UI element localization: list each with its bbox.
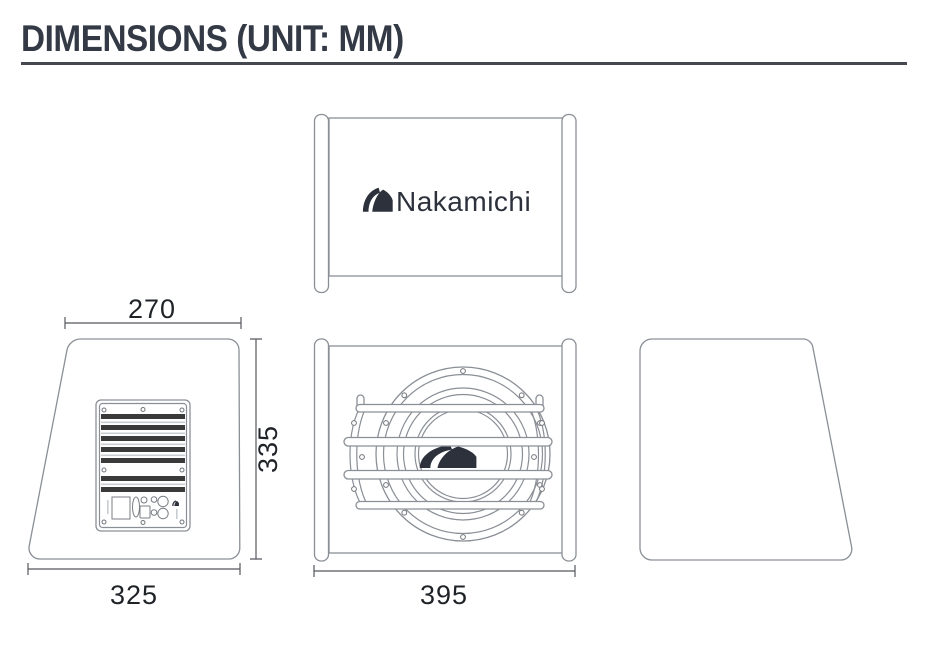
- switch-block: [139, 505, 151, 519]
- driver-flange-inner: [382, 373, 544, 535]
- nakamichi-crescent-logo-icon: [172, 500, 179, 507]
- gain-knob: [140, 496, 148, 504]
- front-view-right-rail: [561, 338, 577, 562]
- power-module: [111, 496, 131, 520]
- side-height-value: 335: [253, 425, 283, 473]
- front-width-value: 395: [420, 580, 468, 610]
- heatsink-fins: [101, 414, 185, 492]
- side-view-right-body: [639, 338, 853, 561]
- title-underline: [21, 62, 907, 65]
- top-view: Nakamichi: [313, 113, 577, 294]
- side-bottom-width-dimension: 325: [27, 563, 241, 610]
- grille-cage: [343, 394, 553, 510]
- side-top-width-value: 270: [128, 294, 176, 324]
- side-view-left: 270 335 325: [27, 294, 283, 610]
- subwoofer-driver: [375, 366, 551, 542]
- front-width-dimension: 395: [313, 565, 576, 610]
- cage-bar-1: [355, 403, 545, 413]
- side-top-width-dimension: 270: [64, 294, 242, 329]
- amp-panel-inner: [98, 402, 188, 529]
- nakamichi-crescent-logo-icon: [362, 187, 393, 212]
- amp-panel-screws: [101, 407, 185, 525]
- cage-left-arc-outer: [349, 403, 363, 507]
- front-view: 395: [313, 338, 577, 610]
- cage-bar-2: [343, 436, 553, 447]
- driver-surround-outer: [396, 387, 530, 521]
- page-title: DIMENSIONS (UNIT: MM): [21, 18, 404, 59]
- side-bottom-width-value: 325: [110, 580, 158, 610]
- top-view-left-rail: [313, 113, 330, 294]
- nakamichi-crescent-logo-icon: [419, 444, 477, 468]
- brand-wordmark: Nakamichi: [396, 186, 531, 217]
- amplifier-panel: [95, 399, 191, 532]
- small-knob-2: [150, 509, 158, 516]
- nakamichi-logo: Nakamichi: [362, 186, 531, 217]
- front-view-left-rail: [313, 338, 330, 562]
- amp-controls: [107, 495, 179, 520]
- flange-screws: [383, 368, 543, 540]
- side-view-right: [639, 338, 853, 561]
- small-knob-1: [150, 496, 158, 503]
- top-view-right-rail: [561, 113, 577, 294]
- cage-bar-4: [355, 500, 545, 510]
- driver-surround-inner: [402, 393, 524, 515]
- rca-jack-1: [157, 495, 169, 508]
- connector-port: [132, 496, 140, 518]
- rca-jack-2: [157, 507, 169, 520]
- side-height-dimension: 335: [250, 338, 283, 560]
- cage-bar-3: [343, 469, 553, 480]
- cage-screws: [351, 420, 545, 492]
